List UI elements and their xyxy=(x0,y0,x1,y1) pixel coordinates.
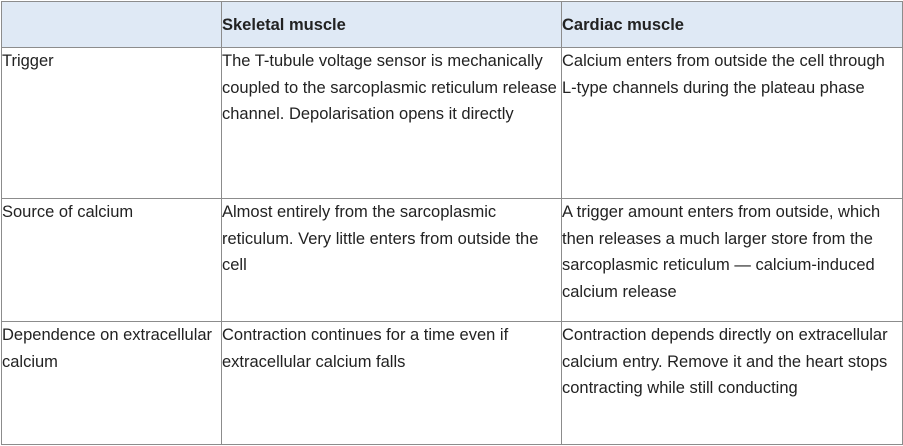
skeletal-cell: Almost entirely from the sarcoplasmic re… xyxy=(221,198,562,322)
table-row: Trigger The T-tubule voltage sensor is m… xyxy=(1,47,903,199)
cardiac-text: A trigger amount enters from outside, wh… xyxy=(562,203,881,301)
cardiac-cell: A trigger amount enters from outside, wh… xyxy=(561,198,903,322)
skeletal-cell: Contraction continues for a time even if… xyxy=(221,321,562,445)
cardiac-cell: Contraction depends directly on extracel… xyxy=(561,321,903,445)
skeletal-text: The T-tubule voltage sensor is mechanica… xyxy=(222,52,557,123)
cardiac-cell: Calcium enters from outside the cell thr… xyxy=(561,47,903,199)
header-cell-cardiac: Cardiac muscle xyxy=(561,1,903,48)
header-cell-skeletal: Skeletal muscle xyxy=(221,1,562,48)
row-label: Dependence on extracellular calcium xyxy=(2,326,213,371)
table-row: Source of calcium Almost entirely from t… xyxy=(1,198,903,322)
skeletal-cell: The T-tubule voltage sensor is mechanica… xyxy=(221,47,562,199)
row-label-cell: Trigger xyxy=(1,47,222,199)
row-label: Source of calcium xyxy=(2,203,134,221)
table-header-row: Skeletal muscle Cardiac muscle xyxy=(1,1,903,48)
skeletal-text: Almost entirely from the sarcoplasmic re… xyxy=(222,203,539,274)
cardiac-text: Contraction depends directly on extracel… xyxy=(562,326,888,397)
table-row: Dependence on extracellular calcium Cont… xyxy=(1,321,903,445)
cardiac-text: Calcium enters from outside the cell thr… xyxy=(562,52,885,97)
row-label-cell: Source of calcium xyxy=(1,198,222,322)
skeletal-text: Contraction continues for a time even if… xyxy=(222,326,509,371)
row-label-cell: Dependence on extracellular calcium xyxy=(1,321,222,445)
row-label: Trigger xyxy=(2,52,54,70)
header-cell-empty xyxy=(1,1,222,48)
